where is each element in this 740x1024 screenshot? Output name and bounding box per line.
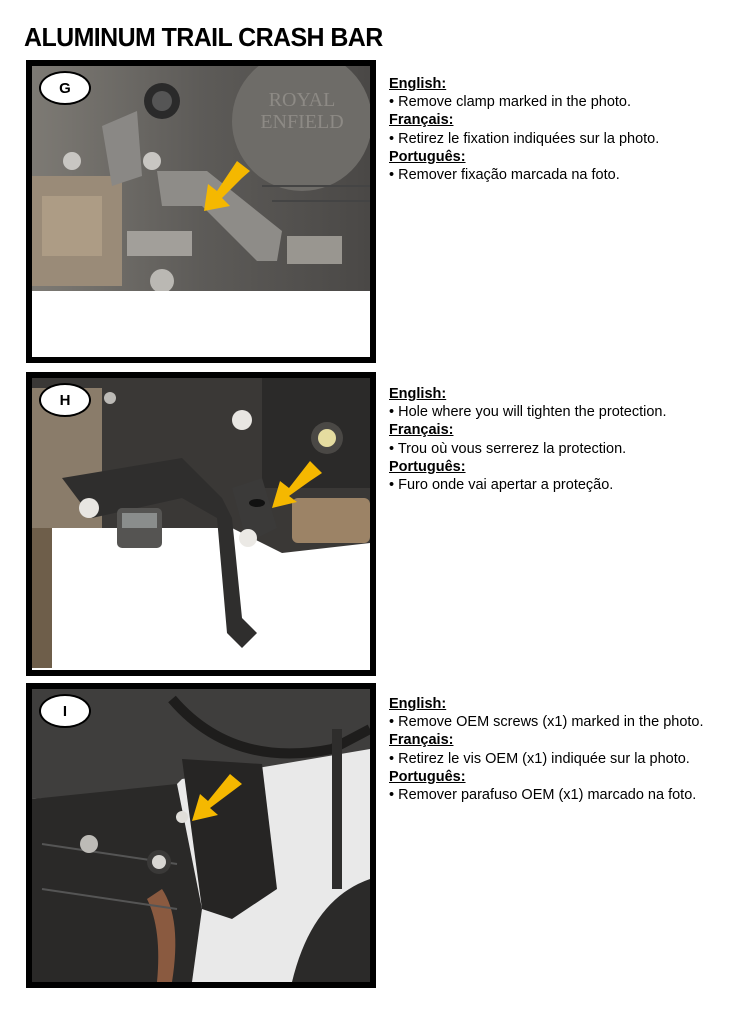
english-heading: English: — [389, 386, 447, 402]
english-text: • Hole where you will tighten the protec… — [389, 404, 667, 421]
footpeg-bracket-photo — [32, 378, 370, 670]
document-title: ALUMINUM TRAIL CRASH BAR — [24, 22, 383, 52]
english-text: • Remove OEM screws (x1) marked in the p… — [389, 714, 704, 731]
svg-text:ENFIELD: ENFIELD — [260, 111, 343, 133]
footpeg-clamp-photo: ROYAL ENFIELD — [32, 66, 370, 357]
portuguese-heading: Português: — [389, 458, 466, 475]
english-heading: English: — [389, 696, 447, 712]
step-label-badge: G — [39, 71, 91, 105]
french-heading: Français: — [389, 112, 454, 129]
oem-screw-photo — [32, 689, 370, 982]
french-text: • Trou où vous serrerez la protection. — [389, 440, 627, 457]
portuguese-heading: Português: — [389, 148, 466, 165]
instructions-panel: English: • Remove OEM screws (x1) marked… — [389, 695, 709, 804]
engine-cover-text: ROYAL — [269, 89, 336, 111]
instructions-panel: English: • Hole where you will tighten t… — [389, 385, 709, 494]
french-heading: Français: — [389, 732, 454, 749]
step-photo: I — [26, 683, 376, 988]
step-label-badge: H — [39, 383, 91, 417]
portuguese-heading: Português: — [389, 768, 466, 785]
step-label-badge: I — [39, 694, 91, 728]
english-text: • Remove clamp marked in the photo. — [389, 94, 632, 111]
arrow-icon — [204, 161, 250, 211]
step-photo: ROYAL ENFIELD G — [26, 60, 376, 363]
instructions-panel: English: • Remove clamp marked in the ph… — [389, 75, 709, 184]
french-heading: Français: — [389, 422, 454, 439]
arrow-icon — [192, 774, 242, 821]
portuguese-text: • Furo onde vai apertar a proteção. — [389, 477, 614, 494]
french-text: • Retirez le vis OEM (x1) indiquée sur l… — [389, 750, 690, 767]
french-text: • Retirez le fixation indiquées sur la p… — [389, 130, 660, 147]
portuguese-text: • Remover fixação marcada na foto. — [389, 167, 620, 184]
step-photo: H — [26, 372, 376, 676]
english-heading: English: — [389, 76, 447, 92]
portuguese-text: • Remover parafuso OEM (x1) marcado na f… — [389, 787, 697, 804]
arrow-icon — [272, 461, 322, 508]
